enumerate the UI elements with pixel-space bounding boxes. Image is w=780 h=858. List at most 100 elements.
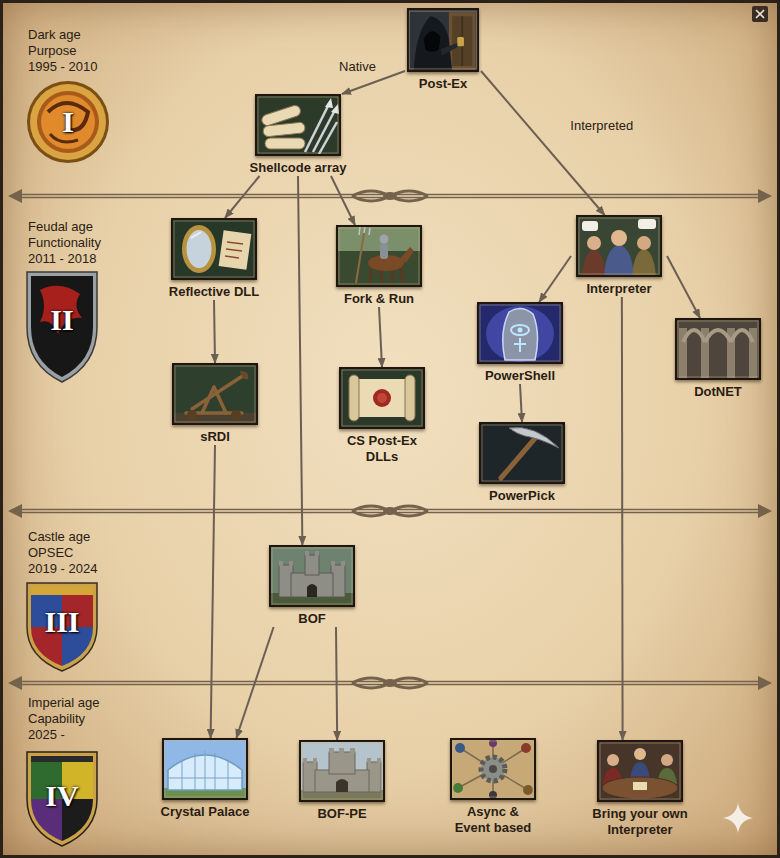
age-caption: Feudal age (28, 219, 93, 235)
icon-picture-part (661, 754, 673, 766)
node-icon (171, 218, 257, 280)
icon-picture-part (299, 740, 385, 802)
icon-picture-part (587, 236, 601, 250)
close-box (752, 6, 768, 22)
icon-picture-part (683, 330, 753, 342)
icon-picture-part (260, 104, 305, 149)
icon-picture (336, 225, 422, 287)
icon-picture-part (329, 748, 334, 753)
icon-picture-part (424, 31, 441, 52)
flow-arrow (667, 256, 700, 318)
icon-picture-part (482, 425, 562, 481)
icon-picture-part (453, 783, 463, 793)
icon-picture-part (313, 758, 317, 763)
age-divider-part (8, 676, 22, 690)
icon-node: PowerPick (474, 422, 570, 504)
close-box-part (756, 10, 764, 18)
icon-picture-part (514, 338, 526, 352)
age-divider-part (8, 504, 22, 518)
age-caption: 2019 - 2024 (28, 561, 97, 577)
age-divider-part (352, 191, 428, 201)
icon-picture-part (480, 305, 560, 361)
age-divider-part (352, 678, 428, 688)
icon-picture-part (452, 16, 472, 66)
icon-picture-part (305, 551, 309, 556)
icon-picture-part (405, 375, 415, 421)
icon-picture-part (602, 777, 678, 799)
icon-picture-part (342, 370, 422, 426)
node-label: Async & Event based (449, 804, 537, 836)
icon-picture-part (451, 739, 535, 799)
icon-picture-part (408, 9, 478, 71)
icon-picture-part (336, 225, 422, 287)
icon-picture-part (168, 751, 242, 790)
icon-picture-part (279, 561, 283, 566)
age-emblem-part (30, 84, 106, 160)
icon-picture-part (341, 561, 345, 566)
icon-node: Interpreter (571, 215, 667, 297)
icon-picture-part (228, 760, 229, 790)
age-emblem (27, 583, 97, 672)
icon-picture-part (303, 752, 381, 792)
flow-arrow (214, 300, 215, 363)
icon-picture (597, 740, 683, 802)
flow-arrow (331, 176, 355, 225)
icon-picture-part (523, 785, 533, 795)
icon-picture-part (172, 363, 258, 425)
icon-picture-part (440, 43, 457, 55)
age-divider-part (758, 189, 772, 203)
age-divider-part (352, 191, 428, 201)
icon-picture-part (577, 216, 661, 276)
icon-picture-part (325, 98, 339, 114)
icon-picture-part (731, 330, 753, 342)
icon-picture-part (173, 364, 257, 424)
flow-arrow (342, 71, 405, 94)
flow-arrow (336, 627, 337, 740)
icon-picture-part (329, 752, 355, 774)
icon-picture-part (380, 243, 388, 259)
icon-picture-part (450, 738, 536, 800)
icon-picture-part (479, 422, 565, 484)
icon-picture (576, 215, 662, 277)
icon-picture-part (633, 782, 647, 790)
icon-picture (255, 94, 341, 156)
icon-picture-part (480, 423, 564, 483)
age-numeral: IV (45, 781, 78, 811)
icon-node: Reflective DLL (159, 218, 269, 300)
icon-picture-part (486, 306, 554, 362)
node-icon (162, 738, 248, 800)
age-emblem (27, 272, 97, 382)
icon-node: Async & Event based (449, 738, 537, 836)
node-label: Interpreter (571, 281, 667, 297)
close-box-part (752, 6, 768, 22)
icon-picture-part (637, 236, 651, 250)
icon-picture-part (337, 226, 421, 286)
icon-picture-part (289, 561, 293, 566)
icon-picture-part (187, 230, 212, 268)
icon-picture-part (325, 98, 333, 108)
icon-picture-part (336, 779, 348, 792)
age-divider-part (758, 676, 772, 690)
icon-picture-part (607, 754, 619, 766)
icon-picture-part (300, 741, 384, 801)
age-caption: 1995 - 2010 (28, 59, 97, 75)
age-emblem-part (27, 272, 97, 382)
icon-picture-part (683, 330, 705, 342)
node-icon (597, 740, 683, 802)
icon-node: sRDI (167, 363, 263, 445)
icon-picture-part (356, 233, 364, 283)
icon-picture (172, 363, 258, 425)
icon-picture-part (478, 303, 562, 363)
icon-picture-part (489, 791, 497, 799)
age-caption: Dark age (28, 27, 81, 43)
node-icon (336, 225, 422, 287)
age-caption: 2011 - 2018 (28, 251, 96, 267)
icon-picture-part (675, 318, 761, 380)
icon-picture-part (187, 410, 197, 420)
icon-picture-part (457, 37, 464, 46)
icon-picture-part (509, 427, 559, 448)
icon-picture-part (305, 555, 319, 575)
age-emblem-part (27, 752, 97, 762)
